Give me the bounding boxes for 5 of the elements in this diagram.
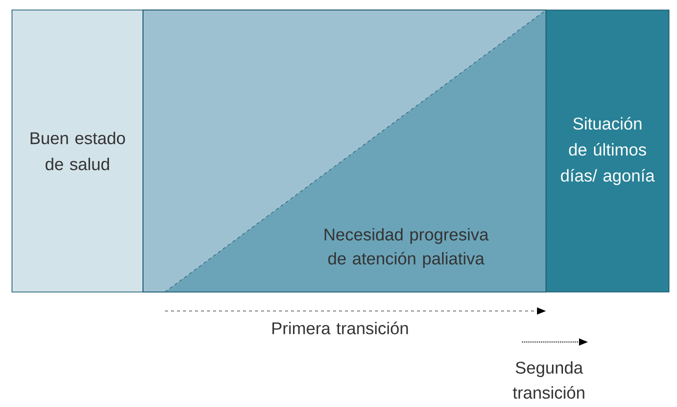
stage-band: Necesidad progresiva de atención paliativa	[142, 10, 546, 292]
stage-band: Situación de últimos días/ agonía	[546, 10, 670, 292]
stage-band: Buen estado de salud	[12, 10, 144, 292]
transition-label: Primera transición	[272, 322, 408, 334]
transition-label: Segunda transición	[512, 361, 584, 399]
